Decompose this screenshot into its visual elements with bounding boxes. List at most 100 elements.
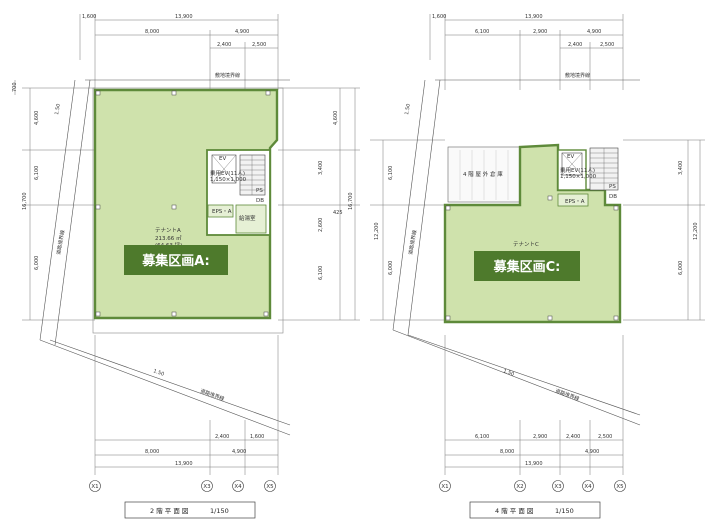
left-dim-right-2600: 2,600: [318, 218, 324, 232]
right-dim-left-6100: 6,100: [388, 166, 394, 180]
left-dim-right-4600: 4,600: [333, 111, 339, 125]
left-dim-top-8000: 8,000: [145, 29, 159, 35]
left-ev-label: EV: [219, 156, 226, 162]
left-dim-left-6000: 6,000: [34, 256, 40, 270]
left-dim-right-3400: 3,400: [318, 161, 324, 175]
left-core: EV 乗用EV(11人) 1,150×1,000 EPS・A 給湯室 PS DB: [206, 149, 271, 236]
left-top-dimensions: [79, 14, 279, 90]
right-dim-right-12200: 12,200: [693, 223, 699, 241]
right-recruit-label-box: [474, 251, 580, 281]
right-dim-bot-2900: 2,900: [533, 434, 547, 440]
left-building-outline: [92, 87, 284, 334]
right-grid-x2: X2: [516, 484, 523, 490]
right-db-label: DB: [609, 194, 617, 200]
right-ev-size: 1,150×1,000: [560, 174, 597, 180]
left-dim-bot-8000: 8,000: [145, 449, 159, 455]
right-dim-top-2900: 2,900: [533, 29, 547, 35]
right-dim-left-6000: 6,000: [388, 261, 394, 275]
right-top-dimensions: [429, 14, 624, 90]
right-dim-right-3400: 3,400: [678, 161, 684, 175]
right-dim-bot-2500: 2,500: [598, 434, 612, 440]
left-dim-left-4600: 4,600: [34, 111, 40, 125]
left-dim-bot-1600: 1,600: [250, 434, 264, 440]
right-grid-x4: X4: [584, 484, 592, 490]
left-recruit-label-box: [124, 245, 228, 275]
right-bottom-dimensions: [444, 335, 624, 475]
right-balcony-hatch: [459, 150, 509, 200]
right-dim-bot-total: 13,900: [525, 461, 543, 467]
left-dim-right-6100: 6,100: [318, 266, 324, 280]
left-scale: 1/150: [210, 507, 229, 515]
right-right-dimensions: [623, 139, 705, 321]
right-grid-x1: X1: [441, 484, 448, 490]
left-dim-bot-2400: 2,400: [215, 434, 229, 440]
left-caption: 2 階 平 面 図: [150, 506, 188, 515]
right-dim-top-1600: 1,600: [432, 14, 446, 20]
left-grid-x5: X5: [266, 484, 274, 490]
left-dim-top-1600: 1,600: [82, 14, 96, 20]
left-dim-right-425: 425: [333, 210, 343, 216]
left-dim-top-total: 13,900: [175, 14, 193, 20]
left-bottom-dimensions: [94, 335, 279, 475]
left-ev-caption: 乗用EV(11人): [210, 170, 245, 177]
right-dim-top-4900: 4,900: [587, 29, 601, 35]
right-tenant-label: テナントC: [513, 241, 539, 248]
right-dim-bot-6100: 6,100: [475, 434, 489, 440]
left-grid-x4: X4: [234, 484, 242, 490]
right-grid-x5: X5: [616, 484, 624, 490]
left-road-boundary-side: 道路境界線: [55, 229, 66, 255]
right-balcony-label: 4 階 屋 外 倉 庫: [463, 170, 503, 178]
right-recruit-label: 募集区画C:: [493, 259, 561, 275]
left-caption-box: [124, 501, 256, 519]
right-road-boundary-bottom: 道路境界線: [554, 387, 580, 402]
left-site-boundary-label: 敷地境界線: [215, 72, 240, 79]
left-dim-left-6100: 6,100: [34, 166, 40, 180]
right-floor-plan: 1,600 13,900 6,100 2,900 4,900 2,400 2,5…: [370, 14, 705, 519]
left-road-boundary-bottom: 道路境界線: [199, 387, 225, 402]
left-road-dim: 1.50: [54, 103, 62, 115]
right-dim-bot-8000: 8,000: [500, 449, 514, 455]
left-dim-top-4900: 4,900: [235, 29, 249, 35]
left-floor-plan: 1,600 13,900 8,000 4,900 2,400 2,500 敷地境…: [12, 14, 360, 519]
right-columns: [445, 195, 619, 321]
left-columns: [95, 90, 271, 317]
right-eps-label: EPS・A: [565, 199, 585, 205]
left-tenant-area-m2: 213.66 ㎡: [155, 234, 182, 242]
left-db-label: DB: [256, 198, 264, 204]
left-dim-top-2500: 2,500: [252, 42, 266, 48]
left-dim-left-16700: 16,700: [22, 193, 28, 211]
left-dim-bot-4900: 4,900: [232, 449, 246, 455]
left-grid-markers: X1 X3 X4 X5: [89, 480, 276, 492]
right-dim-left-12200: 12,200: [374, 223, 380, 241]
left-road-lines: [39, 79, 291, 436]
right-grid-x3: X3: [554, 484, 562, 490]
right-ev-label: EV: [567, 154, 574, 160]
right-caption: 4 階 平 面 図: [495, 506, 533, 515]
left-ps-label: PS: [256, 188, 263, 194]
right-dim-bot-4900: 4,900: [585, 449, 599, 455]
right-road-lines: [392, 79, 641, 426]
right-dim-top-2400: 2,400: [568, 42, 582, 48]
left-road-dim-bottom: 1.50: [152, 368, 165, 377]
left-utility-room: [235, 204, 267, 234]
right-ev-caption: 乗用EV(11人): [560, 167, 595, 174]
left-util-label: 給湯室: [239, 214, 256, 222]
right-road-boundary-side: 道路境界線: [407, 229, 418, 255]
left-eps-label: EPS・A: [212, 209, 232, 215]
right-dim-top-6100: 6,100: [475, 29, 489, 35]
right-dim-right-6000: 6,000: [678, 261, 684, 275]
left-dim-bot-total: 13,900: [175, 461, 193, 467]
left-dim-right-16700: 16,700: [348, 193, 354, 211]
right-grid-markers: X1 X2 X3 X4 X5: [439, 480, 626, 492]
right-scale: 1/150: [555, 507, 574, 515]
right-dim-top-2500: 2,500: [600, 42, 614, 48]
left-grid-x3: X3: [203, 484, 211, 490]
left-grid-x1: X1: [91, 484, 98, 490]
left-ev-size: 1,150×1,000: [210, 177, 247, 183]
left-tenant-label: テナントA: [155, 227, 181, 234]
right-caption-box: [469, 501, 601, 519]
left-dim-700: 700: [12, 82, 18, 92]
right-dim-top-total: 13,900: [525, 14, 543, 20]
